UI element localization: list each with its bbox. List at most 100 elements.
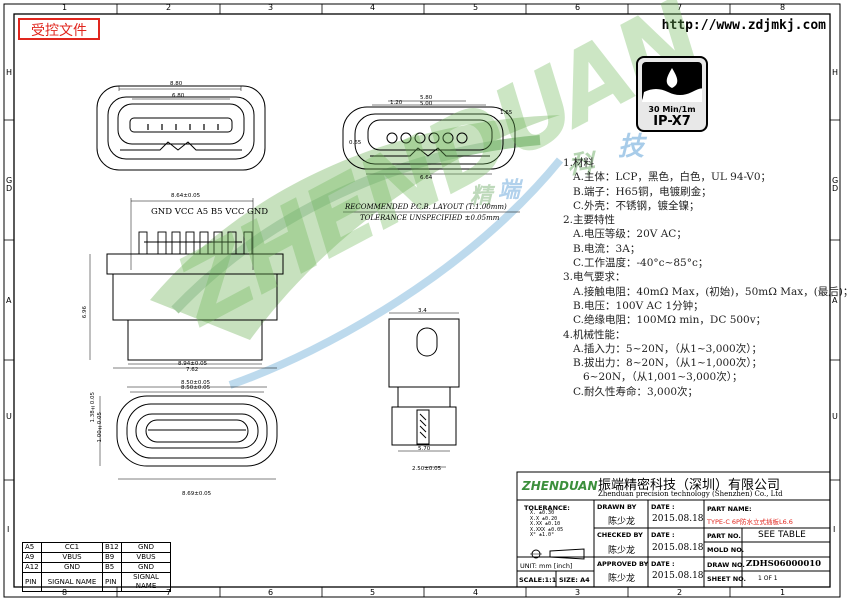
col-num: 5 <box>370 588 376 597</box>
spec-item: A.接触电阻：40mΩ Max，(初始)，50mΩ Max，(最后)； <box>573 285 853 298</box>
date-value: 2015.08.18 <box>652 571 704 581</box>
watermark-char: 端 <box>498 178 521 203</box>
spec-item: C.耐久性寿命：3,000次； <box>573 385 699 398</box>
controlled-document-stamp: 受控文件 <box>18 18 100 40</box>
left-row-letters: H G D A U I <box>5 0 15 601</box>
table-cell: B5 <box>102 562 122 573</box>
right-row-letters: H G D A U I <box>831 0 841 601</box>
spec-item: A.插入力：5~20N，（从1~3,000次）； <box>573 342 762 355</box>
table-cell: GND <box>121 562 171 573</box>
col-num: 3 <box>268 3 274 12</box>
table-cell: A5 <box>22 542 42 553</box>
dim-label: 2.50±0.05 <box>412 466 442 472</box>
top-column-numbers: 1 2 3 4 5 6 7 8 <box>0 0 844 14</box>
tolerance-table: X. ±0.30 X.X ±0.20 X.XX ±0.10 X.XXX ±0.0… <box>530 510 564 539</box>
unit-label: UNIT: mm [inch] <box>520 562 573 570</box>
side-view <box>89 198 284 369</box>
company-name-en: Zhenduan precision technology (Shenzhen)… <box>598 490 783 498</box>
watermark-char: 科 <box>568 150 595 180</box>
dim-label: 6.80 <box>172 93 185 99</box>
drawn-by-value: 陈少龙 <box>608 517 636 527</box>
date-label: DATE : <box>651 503 675 511</box>
dim-label: 1.65 <box>500 110 513 116</box>
company-logo: ZHENDUAN <box>522 479 598 493</box>
col-num: 7 <box>166 588 172 597</box>
row-letter: I <box>833 525 836 534</box>
tolerance-row: X.XXX ±0.05 <box>530 526 564 533</box>
dim-label: 1.38±0.05 <box>90 392 96 423</box>
ip-depth-text: 30 Min/1m <box>648 105 696 114</box>
ip-rating-text: IP-X7 <box>653 114 691 129</box>
col-num: 1 <box>62 3 68 12</box>
end-view <box>388 312 460 468</box>
inner-border <box>13 13 831 588</box>
checked-by-label: CHECKED BY <box>597 531 643 539</box>
spec-item: B.电流：3A； <box>573 242 641 255</box>
row-letter: D <box>832 184 839 193</box>
size-label: SIZE: A4 <box>559 576 590 584</box>
watermark-graphic <box>150 115 564 389</box>
scale-label: SCALE:1:1 <box>519 576 557 584</box>
col-num: 5 <box>473 3 479 12</box>
row-letter: G <box>832 176 839 185</box>
part-no-value: SEE TABLE <box>758 530 806 540</box>
dim-label: 3.4 <box>418 308 427 314</box>
checked-by-value: 陈少龙 <box>608 546 636 556</box>
table-cell: B12 <box>102 542 122 553</box>
wave-icon <box>642 68 703 102</box>
drawn-by-label: DRAWN BY <box>597 503 637 511</box>
table-cell: PIN <box>102 572 122 592</box>
title-block-grid <box>516 471 831 588</box>
bottom-column-numbers: 8 7 6 5 4 3 2 1 <box>0 587 844 601</box>
draw-no-value: ZDHS06000010 <box>746 559 822 569</box>
website-url[interactable]: http://www.zdjmkj.com <box>661 18 826 33</box>
part-no-label: PART NO. <box>707 532 741 540</box>
tolerance-row: X.XX ±0.10 <box>530 521 561 527</box>
row-letter: G <box>6 176 13 185</box>
company-name-cn: 振端精密科技（深圳）有限公司 <box>598 478 781 493</box>
pcb-note-line2: TOLERANCE UNSPECIFIED ±0.05mm <box>360 214 500 222</box>
col-num: 3 <box>575 588 581 597</box>
bottom-view <box>99 386 278 480</box>
zone-ticks <box>4 4 840 597</box>
row-letter: U <box>832 412 838 421</box>
spec-heading: 4.机械性能： <box>563 328 626 341</box>
col-num: 1 <box>780 588 786 597</box>
col-num: 8 <box>62 588 68 597</box>
spec-item: B.拔出力：8~20N，（从1~1,000次）； <box>573 357 763 370</box>
col-num: 4 <box>473 588 479 597</box>
table-cell: A12 <box>22 562 42 573</box>
date-value: 2015.08.18 <box>652 543 704 553</box>
col-num: 6 <box>575 3 581 12</box>
part-name-label: PART NAME: <box>707 505 752 513</box>
dim-label: 5.80 <box>420 95 433 101</box>
dim-label: 1.00±0.05 <box>97 412 103 443</box>
spec-heading: 1.材料 <box>563 157 595 169</box>
table-row: A5 CC1 B12 GND <box>22 542 171 553</box>
dim-label: 6.64 <box>420 175 433 181</box>
spec-item: C.工作温度：-40°c~85°c； <box>573 257 709 270</box>
approved-by-label: APPROVED BY <box>597 560 649 568</box>
row-letter: D <box>6 184 13 193</box>
spec-item: B.电压：100V AC 1分钟； <box>573 299 704 312</box>
outer-border <box>3 3 841 598</box>
row-letter: U <box>6 412 12 421</box>
sheet-no-value: 1 OF 1 <box>758 575 778 582</box>
col-num: 7 <box>677 3 683 12</box>
row-letter: I <box>7 525 10 534</box>
table-cell: VBUS <box>121 552 171 563</box>
table-row: A12 GND B5 GND <box>22 562 171 573</box>
row-letter: H <box>832 68 839 77</box>
table-cell: GND <box>41 562 103 573</box>
dim-label: 8.50±0.05 <box>181 380 211 386</box>
ip-rating-badge: 30 Min/1m IP-X7 <box>636 56 708 132</box>
dim-label: 8.64±0.05 <box>171 193 201 199</box>
tolerance-label: TOLERANCE: <box>524 504 570 512</box>
dim-label: 5.70 <box>418 446 431 452</box>
spec-item: C.外壳：不锈钢，镀全镍； <box>573 199 700 212</box>
dim-label: 5.00 <box>420 101 433 107</box>
watermark-char: 技 <box>618 132 645 162</box>
table-cell: B9 <box>102 552 122 563</box>
front-view <box>96 85 266 171</box>
table-cell: SIGNAL NAME <box>121 572 171 592</box>
